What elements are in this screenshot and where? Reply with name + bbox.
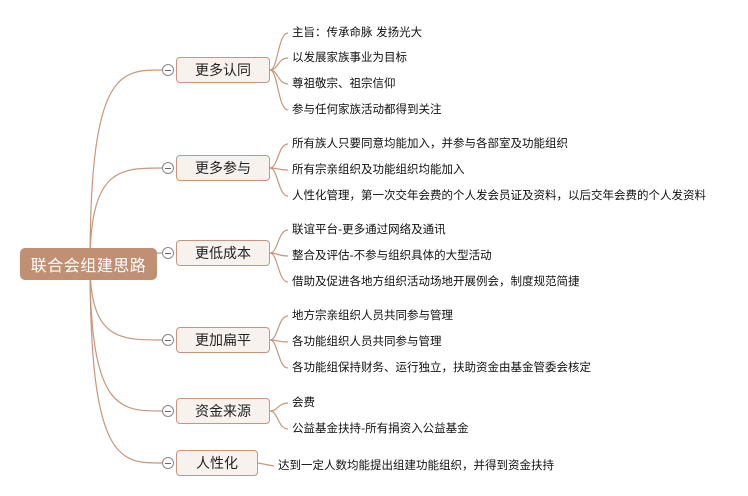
root-branch-connector xyxy=(89,263,163,464)
branch-leaf-connector xyxy=(269,402,289,412)
branch-leaf-connector xyxy=(269,410,289,430)
leaf-topic[interactable]: 会费 xyxy=(292,395,315,409)
collapse-toggle-icon[interactable] xyxy=(162,334,174,346)
leaf-topic[interactable]: 所有族人只要同意均能加入，并参与各部室及功能组织 xyxy=(292,136,568,150)
branch-leaf-connector xyxy=(269,252,289,283)
leaf-topic[interactable]: 地方宗亲组织人员共同参与管理 xyxy=(292,308,453,322)
leaf-topic[interactable]: 联谊平台-更多通过网络及通讯 xyxy=(292,222,446,236)
leaf-topic[interactable]: 公益基金扶持-所有捐资入公益基金 xyxy=(292,421,469,435)
branch-leaf-connector xyxy=(269,32,289,71)
branch-leaf-connector xyxy=(269,57,289,71)
leaf-topic[interactable]: 主旨：传承命脉 发扬光大 xyxy=(292,25,423,39)
branch-node[interactable]: 更低成本 xyxy=(176,240,270,266)
branch-leaf-connector xyxy=(269,69,289,111)
leaf-topic[interactable]: 借助及促进各地方组织活动场地开展例会，制度规范简捷 xyxy=(292,274,580,288)
branch-node[interactable]: 更多参与 xyxy=(176,155,270,181)
branch-leaf-connector xyxy=(269,167,289,197)
leaf-topic[interactable]: 各功能组织人员共同参与管理 xyxy=(292,334,442,348)
branch-node[interactable]: 人性化 xyxy=(176,450,258,476)
branch-leaf-connector xyxy=(269,229,289,254)
leaf-topic[interactable]: 各功能组保持财务、运行独立，扶助资金由基金管委会核定 xyxy=(292,360,591,374)
collapse-toggle-icon[interactable] xyxy=(162,162,174,174)
collapse-toggle-icon[interactable] xyxy=(162,247,174,259)
branch-leaf-connector xyxy=(257,462,275,467)
leaf-topic[interactable]: 尊祖敬宗、祖宗信仰 xyxy=(292,76,396,90)
branch-node[interactable]: 更多认同 xyxy=(176,57,270,83)
branch-node[interactable]: 资金来源 xyxy=(176,398,270,424)
collapse-toggle-icon[interactable] xyxy=(162,457,174,469)
root-branch-connector xyxy=(89,263,163,412)
leaf-topic[interactable]: 以发展家族事业为目标 xyxy=(292,50,407,64)
root-branch-connector xyxy=(89,167,163,265)
leaf-topic[interactable]: 达到一定人数均能提出组建功能组织，并得到资金扶持 xyxy=(278,458,554,472)
branch-leaf-connector xyxy=(269,143,289,169)
leaf-topic[interactable]: 整合及评估-不参与组织具体的大型活动 xyxy=(292,248,492,262)
leaf-topic[interactable]: 所有宗亲组织及功能组织均能加入 xyxy=(292,162,465,176)
root-branch-connector xyxy=(89,263,163,341)
root-node[interactable]: 联合会组建思路 xyxy=(20,248,157,280)
leaf-topic[interactable]: 参与任何家族活动都得到关注 xyxy=(292,102,442,116)
branch-leaf-connector xyxy=(269,339,289,369)
leaf-topic[interactable]: 人性化管理，第一次交年会费的个人发会员证及资料，以后交年会费的个人发资料 xyxy=(292,188,706,202)
branch-leaf-connector xyxy=(269,315,289,341)
root-branch-connector xyxy=(89,69,163,265)
collapse-toggle-icon[interactable] xyxy=(162,405,174,417)
branch-node[interactable]: 更加扁平 xyxy=(176,327,270,353)
collapse-toggle-icon[interactable] xyxy=(162,64,174,76)
